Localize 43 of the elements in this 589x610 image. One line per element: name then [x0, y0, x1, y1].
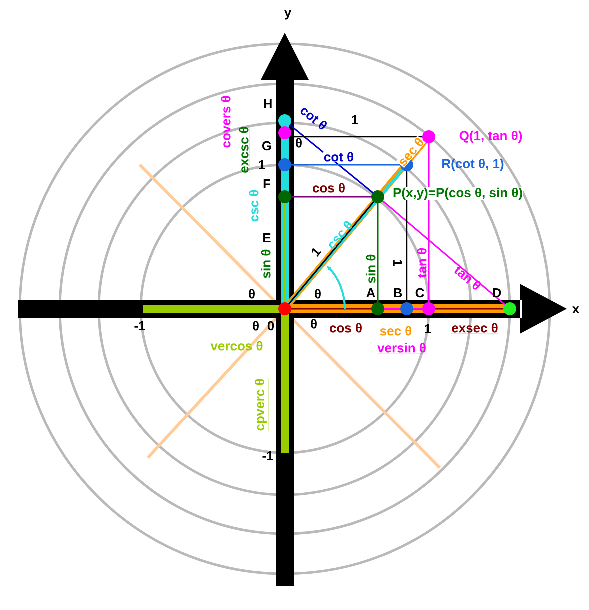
- tick-label: 1: [425, 324, 432, 334]
- length-label: cos θ: [330, 323, 362, 333]
- length-label: sec θ: [380, 326, 412, 336]
- length-label: sin θ: [366, 254, 376, 284]
- tick-label: -1: [262, 452, 274, 460]
- length-label: cot θ: [300, 108, 327, 130]
- angle-label: θ: [311, 319, 317, 329]
- length-label: csc θ: [329, 221, 352, 249]
- point-label: Q(1, tan θ): [460, 130, 522, 144]
- length-label: versin θ: [377, 343, 427, 354]
- length-label: 1: [312, 248, 322, 258]
- length-label: cot θ: [323, 152, 355, 162]
- axis-label: y: [284, 10, 292, 20]
- tick-label: -1: [134, 322, 146, 330]
- length-label: vercos θ: [210, 341, 263, 351]
- length-label: cos θ: [312, 183, 345, 193]
- point-label: P(x,y)=P(cos θ, sin θ): [392, 187, 524, 201]
- tick-label: 1: [259, 160, 266, 170]
- length-label: sin θ: [261, 250, 271, 278]
- point-label: D: [493, 288, 502, 298]
- point-label: F: [264, 180, 270, 188]
- angle-label: θ: [296, 138, 302, 148]
- length-label: tan θ: [417, 248, 427, 278]
- axis-label: x: [572, 306, 580, 314]
- tick-label: 0: [268, 321, 274, 331]
- length-label: sec θ: [396, 136, 426, 168]
- point-label: B: [394, 288, 402, 298]
- length-label: exsec θ: [451, 323, 499, 334]
- length-label: 1: [394, 260, 402, 266]
- angle-label: θ: [315, 289, 321, 299]
- length-label: cpverc θ: [254, 378, 269, 432]
- point-label: C: [416, 288, 424, 298]
- point-label: E: [264, 234, 271, 242]
- angle-label: θ: [253, 321, 259, 331]
- angle-label: θ: [249, 289, 255, 299]
- point-label: H: [264, 100, 272, 108]
- point-label: A: [366, 288, 376, 298]
- length-label: 1: [352, 116, 358, 124]
- length-label: csc θ: [249, 190, 259, 222]
- point-label: G: [262, 141, 272, 151]
- length-label: excsc θ: [239, 126, 250, 174]
- point-label: R(cot θ, 1): [442, 158, 504, 172]
- length-label: covers θ: [221, 96, 231, 148]
